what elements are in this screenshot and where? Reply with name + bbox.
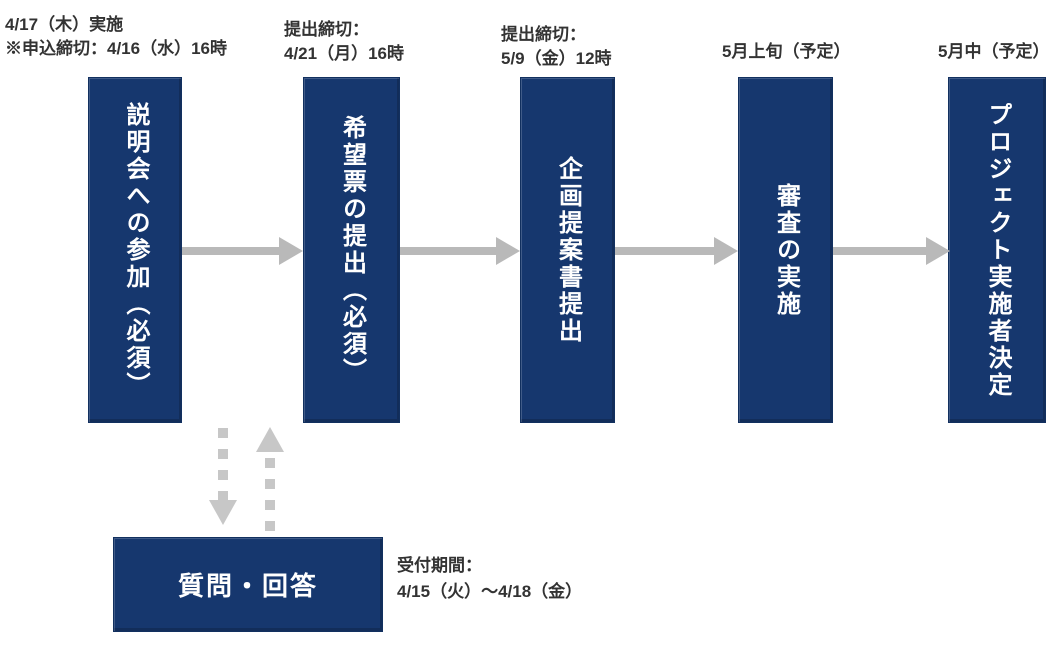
flow-arrow-4-icon <box>833 237 950 265</box>
step-box-briefing: 説明会への参加（必須） <box>88 77 182 423</box>
qa-box: 質問・回答 <box>113 537 383 632</box>
step-note-review: 5月上旬（予定） <box>722 40 850 64</box>
arrow-shaft <box>182 247 281 255</box>
step-label: 企画提案書提出 <box>554 155 582 345</box>
note-line: 提出締切： <box>284 20 369 39</box>
step-note-preference-form: 提出締切： 4/21（月）16時 <box>284 18 404 66</box>
arrow-head <box>926 237 950 265</box>
arrow-shaft <box>400 247 498 255</box>
note-line: 5月中（予定） <box>938 42 1050 61</box>
qa-label: 質問・回答 <box>177 571 318 601</box>
step-note-proposal: 提出締切： 5/9（金）12時 <box>501 23 612 71</box>
step-box-review: 審査の実施 <box>738 77 833 423</box>
step-box-preference-form: 希望票の提出（必須） <box>303 77 400 423</box>
note-line: 5月上旬（予定） <box>722 42 851 61</box>
arrow-shaft <box>615 247 716 255</box>
qa-note: 受付期間： 4/15（火）～4/18（金） <box>397 553 582 605</box>
step-label: 希望票の提出（必須） <box>338 115 366 385</box>
note-line: 5/9（金）12時 <box>501 49 612 68</box>
dotted-arrow-up-head-icon <box>256 427 284 452</box>
arrow-head <box>496 237 520 265</box>
note-line: 4/21（月）16時 <box>284 44 404 63</box>
note-line: ※申込締切：4/16（水）16時 <box>5 39 227 58</box>
flow-arrow-2-icon <box>400 237 520 265</box>
note-line: 受付期間： <box>397 556 482 575</box>
arrow-head <box>279 237 303 265</box>
arrow-shaft <box>833 247 928 255</box>
step-label: 説明会への参加（必須） <box>122 101 149 399</box>
note-line: 4/17（木）実施 <box>5 15 124 34</box>
flow-arrow-3-icon <box>615 237 738 265</box>
dotted-arrow-down-line-icon <box>218 428 228 500</box>
step-box-proposal: 企画提案書提出 <box>520 77 615 423</box>
step-label: プロジェクト実施者決定 <box>984 101 1011 399</box>
dotted-arrow-down-head-icon <box>209 500 237 525</box>
flow-arrow-1-icon <box>182 237 303 265</box>
arrow-head <box>714 237 738 265</box>
dotted-arrow-up-line-icon <box>265 458 275 533</box>
step-label: 審査の実施 <box>772 182 800 318</box>
step-note-briefing: 4/17（木）実施 ※申込締切：4/16（水）16時 <box>5 13 227 61</box>
step-note-decision: 5月中（予定） <box>938 40 1049 64</box>
note-line: 提出締切： <box>501 25 586 44</box>
note-line: 4/15（火）～4/18（金） <box>397 582 583 601</box>
step-box-decision: プロジェクト実施者決定 <box>948 77 1046 423</box>
